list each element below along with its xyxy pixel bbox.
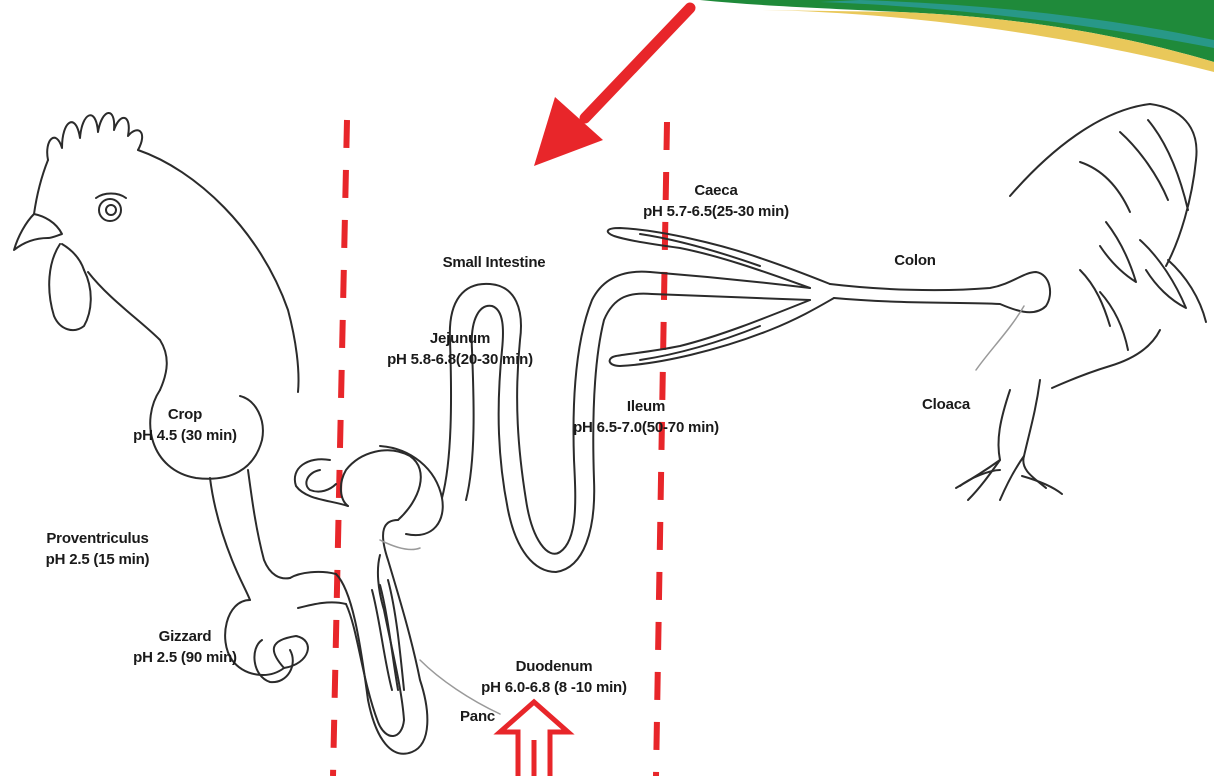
small-intestine-name: Small Intestine <box>414 252 574 273</box>
crop-ph: pH 4.5 (30 min) <box>100 425 270 446</box>
proventriculus-ph: pH 2.5 (15 min) <box>10 549 185 570</box>
gizzard-label: Gizzard pH 2.5 (90 min) <box>100 626 270 668</box>
jejunum-name: Jejunum <box>340 328 580 349</box>
gizzard-name: Gizzard <box>100 626 270 647</box>
caeca-ph: pH 5.7-6.5(25-30 min) <box>598 201 834 222</box>
crop-label: Crop pH 4.5 (30 min) <box>100 404 270 446</box>
caeca-name: Caeca <box>598 180 834 201</box>
duodenum-ph: pH 6.0-6.8 (8 -10 min) <box>436 677 672 698</box>
cloaca-name: Cloaca <box>904 394 988 415</box>
pancreas-label: Panc <box>460 706 520 727</box>
duodenum-name: Duodenum <box>436 656 672 677</box>
jejunum-ph: pH 5.8-6.8(20-30 min) <box>340 349 580 370</box>
colon-cloaca-drawing <box>830 272 1050 370</box>
colon-label: Colon <box>880 250 950 271</box>
small-intestine-label: Small Intestine <box>414 252 574 273</box>
ileum-name: Ileum <box>528 396 764 417</box>
proventriculus-label: Proventriculus pH 2.5 (15 min) <box>10 528 185 570</box>
crop-name: Crop <box>100 404 270 425</box>
jejunum-label: Jejunum pH 5.8-6.8(20-30 min) <box>340 328 580 370</box>
ileum-label: Ileum pH 6.5-7.0(50-70 min) <box>528 396 764 438</box>
colon-name: Colon <box>880 250 950 271</box>
caeca-label: Caeca pH 5.7-6.5(25-30 min) <box>598 180 834 222</box>
pancreas-name: Panc <box>460 706 520 727</box>
banner-swoosh <box>700 0 1214 72</box>
gizzard-ph: pH 2.5 (90 min) <box>100 647 270 668</box>
cloaca-label: Cloaca <box>904 394 988 415</box>
proventriculus-name: Proventriculus <box>10 528 185 549</box>
rooster-head-drawing <box>14 113 299 600</box>
rooster-tail-drawing <box>956 104 1206 500</box>
duodenum-label: Duodenum pH 6.0-6.8 (8 -10 min) <box>436 656 672 698</box>
ileum-ph: pH 6.5-7.0(50-70 min) <box>528 417 764 438</box>
dashed-line-left <box>333 120 347 776</box>
